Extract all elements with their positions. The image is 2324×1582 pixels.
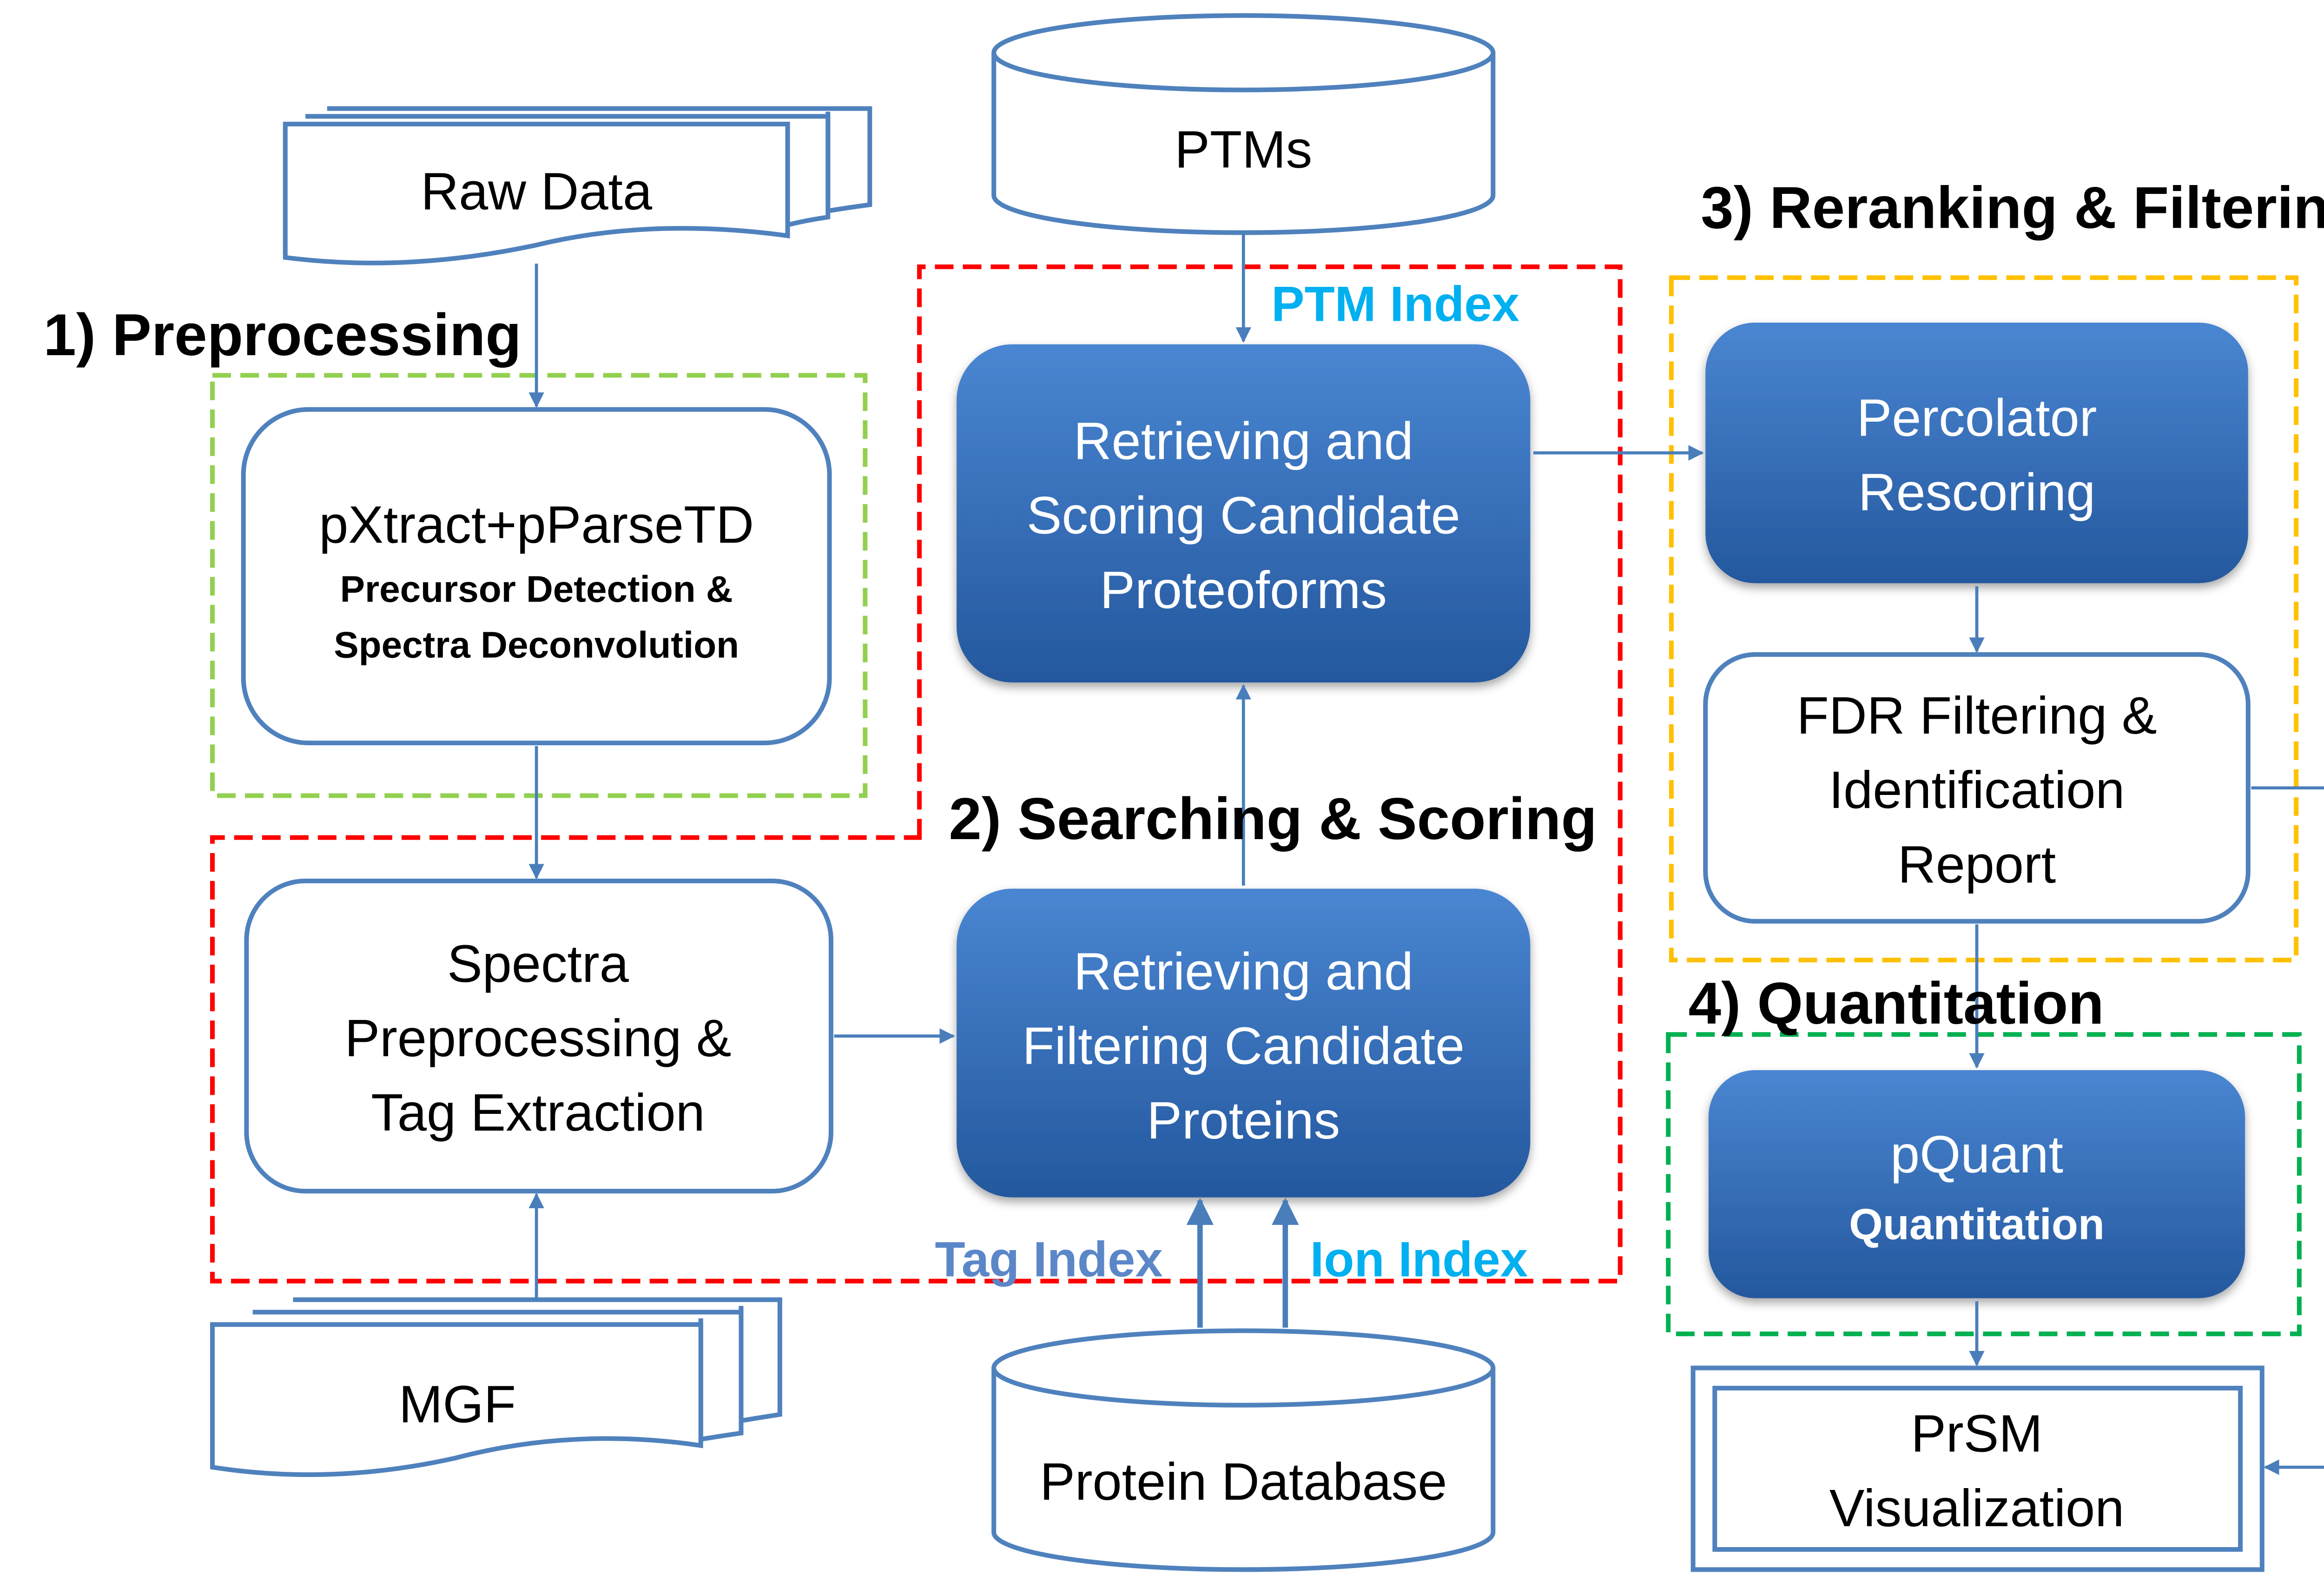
connectors bbox=[528, 232, 2324, 1475]
filtering-line-2: Filtering Candidate bbox=[1022, 1017, 1465, 1076]
percolator-line-1: Percolator bbox=[1857, 388, 2097, 447]
percolator-node: Percolator Rescoring bbox=[1705, 322, 2248, 583]
pxtract-subtitle-2: Spectra Deconvolution bbox=[334, 624, 739, 666]
preprocessing-frame bbox=[210, 373, 868, 798]
arrow-fdr-to-prsm bbox=[2251, 786, 2324, 1475]
pquant-subtitle: Quantitation bbox=[1849, 1200, 2105, 1249]
ptm-index-label: PTM Index bbox=[1271, 276, 1519, 332]
prsm-line-1: PrSM bbox=[1911, 1404, 2042, 1463]
percolator-line-2: Rescoring bbox=[1858, 463, 2096, 522]
index-arrows bbox=[1186, 1198, 1299, 1328]
pquant-title: pQuant bbox=[1890, 1125, 2063, 1184]
spectra-line-1: Spectra bbox=[447, 934, 629, 993]
section-reranking: 3) Reranking & Filtering bbox=[1701, 174, 2324, 240]
raw-data-label: Raw Data bbox=[421, 162, 653, 221]
reranking-frame bbox=[1669, 275, 2299, 963]
protein-database-label: Protein Database bbox=[1040, 1452, 1447, 1511]
fdr-line-3: Report bbox=[1898, 835, 2056, 894]
pxtract-subtitle-1: Precursor Detection & bbox=[340, 568, 733, 609]
spectra-line-3: Tag Extraction bbox=[371, 1083, 705, 1142]
raw-data-node: Raw Data bbox=[283, 106, 872, 265]
quantitation-frame bbox=[1666, 1032, 2302, 1337]
prsm-line-2: Visualization bbox=[1829, 1479, 2125, 1538]
mgf-label: MGF bbox=[399, 1375, 516, 1434]
scoring-line-1: Retrieving and bbox=[1074, 412, 1413, 471]
filtering-line-1: Retrieving and bbox=[1074, 942, 1413, 1001]
fdr-line-1: FDR Filtering & bbox=[1797, 686, 2157, 745]
protein-database-cylinder: Protein Database bbox=[991, 1328, 1496, 1572]
pxtract-node: pXtract+pParseTD Precursor Detection & S… bbox=[241, 407, 832, 746]
filtering-node: Retrieving and Filtering Candidate Prote… bbox=[957, 888, 1531, 1198]
scoring-line-2: Scoring Candidate bbox=[1027, 486, 1460, 545]
fdr-node: FDR Filtering & Identification Report bbox=[1703, 652, 2251, 924]
filtering-line-3: Proteins bbox=[1147, 1091, 1340, 1150]
prsm-node: PrSM Visualization bbox=[1690, 1365, 2265, 1572]
scoring-line-3: Proteoforms bbox=[1100, 561, 1387, 620]
ion-index-label: Ion Index bbox=[1310, 1231, 1528, 1287]
scoring-node: Retrieving and Scoring Candidate Proteof… bbox=[957, 344, 1531, 682]
ptms-label: PTMs bbox=[1175, 120, 1312, 179]
mgf-node: MGF bbox=[210, 1297, 782, 1477]
tag-index-label: Tag Index bbox=[935, 1231, 1162, 1287]
ptms-cylinder: PTMs bbox=[991, 13, 1496, 235]
spectra-line-2: Preprocessing & bbox=[344, 1009, 731, 1068]
searching-frame bbox=[210, 264, 1623, 1284]
fdr-line-2: Identification bbox=[1829, 761, 2125, 820]
spectra-preprocessing-node: Spectra Preprocessing & Tag Extraction bbox=[244, 878, 833, 1194]
section-preprocessing: 1) Preprocessing bbox=[43, 302, 521, 368]
pquant-node: pQuant Quantitation bbox=[1708, 1070, 2245, 1298]
section-quantitation: 4) Quantitation bbox=[1689, 970, 2104, 1036]
section-searching: 2) Searching & Scoring bbox=[949, 786, 1597, 852]
pxtract-title: pXtract+pParseTD bbox=[319, 496, 754, 555]
